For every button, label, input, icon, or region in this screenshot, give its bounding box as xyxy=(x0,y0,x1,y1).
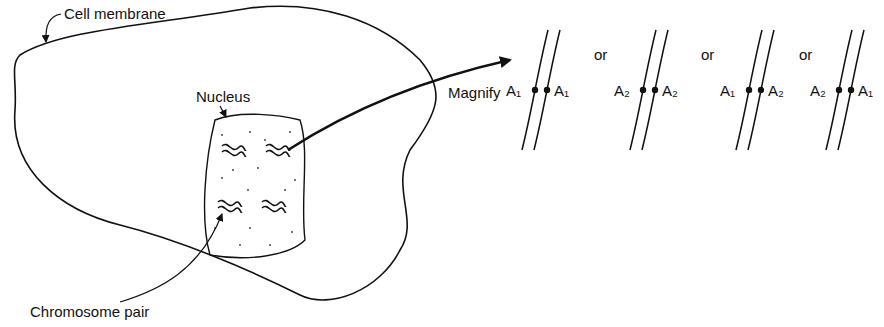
allele-label: A₁ xyxy=(506,82,521,99)
allele-label: A₂ xyxy=(810,82,826,99)
part-label: Cell membrane xyxy=(64,5,166,22)
allele-label: A₂ xyxy=(768,82,784,99)
nucleus-leader xyxy=(220,106,226,117)
allele-label: A₂ xyxy=(614,82,630,99)
allele-label: A₁ xyxy=(554,82,569,99)
magnify-arrow xyxy=(288,60,510,150)
chromosome-leader xyxy=(120,214,222,302)
membrane-leader xyxy=(46,14,61,42)
part-label: Chromosome pair xyxy=(30,303,149,320)
cell-membrane-outline xyxy=(14,6,436,300)
nucleus-stipple xyxy=(214,131,296,246)
nucleus-chromosomes xyxy=(218,144,290,212)
allele-label: A₁ xyxy=(720,82,735,99)
arrow-label: Magnify xyxy=(448,84,501,101)
magnified-chromosome-pairs xyxy=(522,30,864,150)
or-label: or xyxy=(799,46,812,63)
or-label: or xyxy=(701,46,714,63)
or-label: or xyxy=(594,46,607,63)
part-label: Nucleus xyxy=(196,88,250,105)
allele-label: A₂ xyxy=(662,82,678,99)
allele-label: A₁ xyxy=(858,82,873,99)
gene-locus-dots xyxy=(532,87,854,93)
nucleus-outline xyxy=(205,114,305,258)
